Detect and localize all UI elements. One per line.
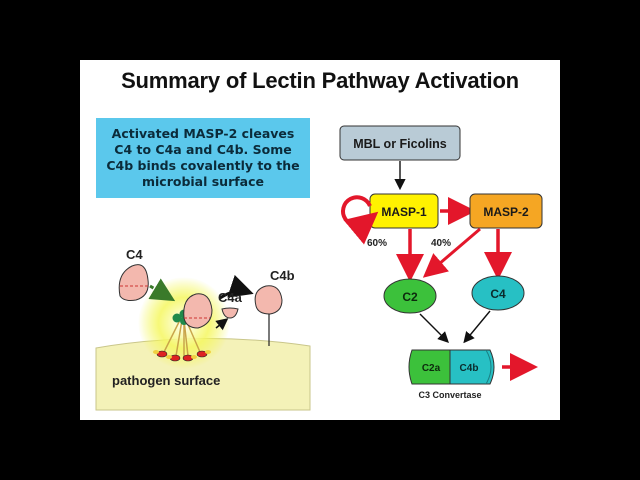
masp2-to-c2-arrow [422, 227, 481, 278]
complex-to-c4b-arrow [219, 274, 254, 300]
c2a-label: C2a [422, 363, 441, 374]
c4b-segment-label: C4b [460, 363, 479, 374]
c2-oval [383, 278, 437, 314]
complex-to-c4a-arrow [215, 318, 229, 331]
masp1-box [369, 193, 439, 229]
c4-to-complex-arrow [148, 278, 176, 302]
masp2-label: MASP-2 [483, 205, 529, 219]
c4-to-convertase-arrow [463, 310, 491, 344]
c4-molecule [118, 264, 149, 301]
callout-box: Activated MASP-2 cleaves C4 to C4a and C… [96, 118, 310, 198]
pct-40-label: 40% [431, 238, 451, 249]
masp1-label: MASP-1 [381, 205, 427, 219]
masp2-box [469, 193, 543, 229]
c4b-label: C4b [270, 268, 295, 283]
mbl-ficolins-label: MBL or Ficolins [353, 137, 447, 151]
c4b-segment [449, 349, 495, 385]
pct-60-label: 60% [367, 238, 387, 249]
callout-text: Activated MASP-2 cleaves C4 to C4a and C… [106, 126, 300, 189]
mbl-heads [153, 350, 211, 362]
masp1-autoactivation-arrow [341, 195, 379, 245]
c4-oval [471, 275, 525, 311]
pathogen-illustration: C4 C4a C4b pathogen surface [95, 247, 311, 411]
slide: Summary of Lectin Pathway Activation Act… [80, 60, 560, 420]
c4-label: C4 [126, 247, 143, 262]
slide-title: Summary of Lectin Pathway Activation [121, 68, 519, 93]
c2-label: C2 [402, 290, 418, 304]
pathogen-surface-label: pathogen surface [112, 373, 220, 388]
activation-flow-diagram: MBL or Ficolins MASP-1 MASP-2 60% 40% C2… [339, 125, 543, 400]
c4b-fragment [254, 285, 283, 315]
mbl-ficolins-box [339, 125, 461, 161]
c2-to-convertase-arrow [419, 313, 449, 343]
c4a-fragment [221, 307, 239, 319]
c3-convertase-complex [408, 349, 495, 385]
convertase-label: C3 Convertase [418, 390, 481, 400]
c4-bound [183, 293, 213, 329]
c4a-label: C4a [218, 290, 243, 305]
c2a-segment [408, 349, 451, 385]
c4-oval-label: C4 [490, 287, 506, 301]
